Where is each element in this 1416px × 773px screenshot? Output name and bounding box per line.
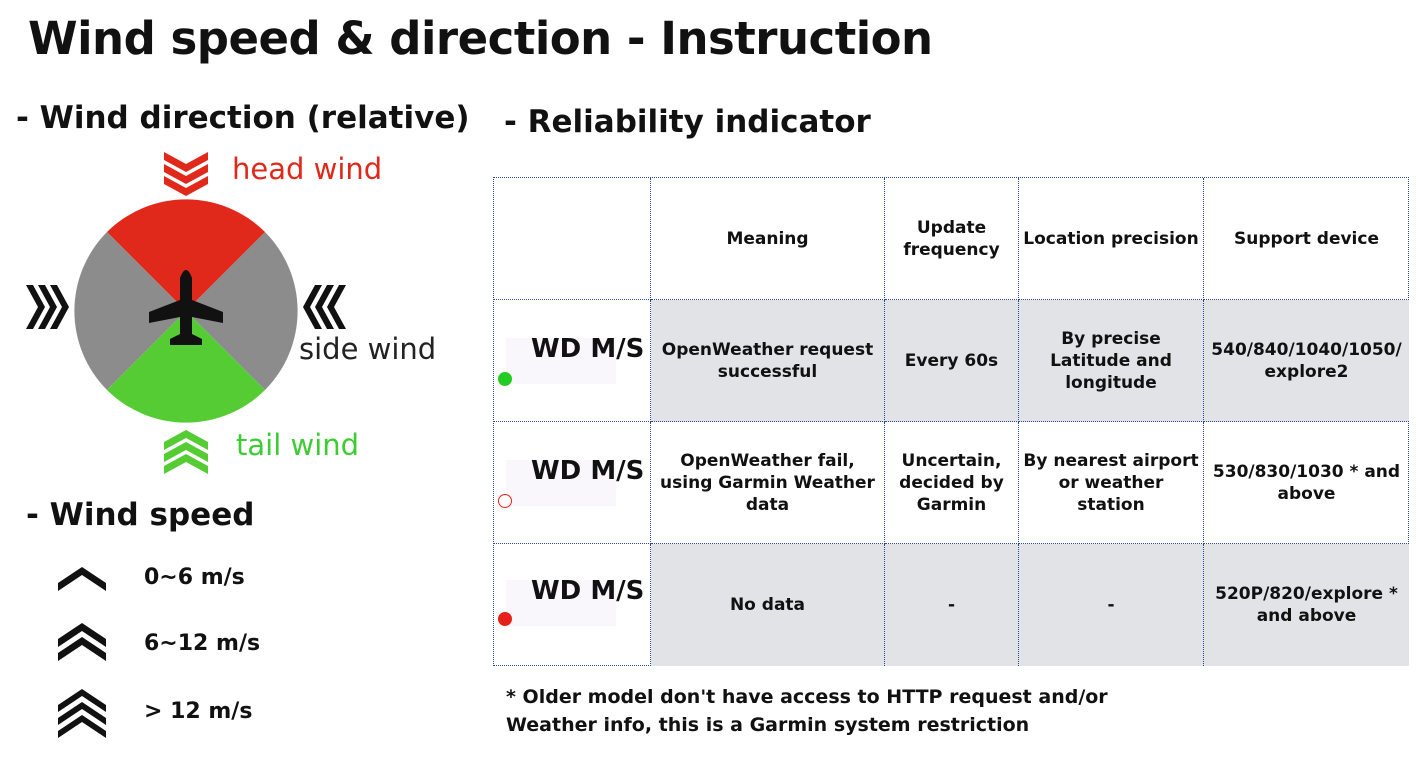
wind-direction-wheel — [74, 199, 298, 423]
red-dot-icon — [498, 612, 512, 626]
footnote-line: * Older model don't have access to HTTP … — [506, 686, 1108, 708]
speed-level-row: > 12 m/s — [54, 689, 354, 739]
table-header-cell: Update frequency — [885, 178, 1019, 300]
table-header-cell — [494, 178, 651, 300]
tail-wind-label: tail wind — [236, 428, 360, 462]
table-cell: 520P/820/explore * and above — [1204, 544, 1409, 666]
table-cell: - — [885, 544, 1019, 666]
side-wind-left-chevrons-icon — [26, 285, 69, 329]
table-cell: OpenWeather fail, using Garmin Weather d… — [651, 422, 885, 544]
speed-level-label: > 12 m/s — [144, 699, 253, 724]
speed-level-row: 0~6 m/s — [54, 555, 354, 605]
speed-level-label: 0~6 m/s — [144, 565, 245, 590]
page-title: Wind speed & direction - Instruction — [28, 12, 933, 65]
head-wind-sector — [107, 199, 265, 311]
wind-direction-heading: - Wind direction (relative) — [16, 100, 470, 136]
double-chevron-icon — [58, 623, 106, 661]
table-cell: Every 60s — [885, 300, 1019, 422]
table-cell: OpenWeather request successful — [651, 300, 885, 422]
table-cell: 530/830/1030 * and above — [1204, 422, 1409, 544]
table-cell: 540/840/1040/1050/ explore2 — [1204, 300, 1409, 422]
table-header-cell: Support device — [1204, 178, 1409, 300]
table-cell: By nearest airport or weather station — [1019, 422, 1204, 544]
indicator-text: WD M/S — [531, 334, 645, 364]
indicator-text: WD M/S — [531, 576, 645, 606]
footnote-line: Weather info, this is a Garmin system re… — [506, 714, 1030, 736]
wind-direction-diagram — [26, 152, 346, 474]
head-wind-label: head wind — [232, 152, 383, 186]
side-wind-right-chevrons-icon — [303, 285, 346, 329]
wind-speed-heading: - Wind speed — [26, 497, 255, 533]
single-chevron-icon — [58, 567, 106, 591]
table-header-cell: Location precision — [1019, 178, 1204, 300]
tail-wind-sector — [107, 311, 265, 423]
green-dot-icon — [498, 372, 512, 386]
table-cell: By precise Latitude and longitude — [1019, 300, 1204, 422]
indicator-cell: WD M/S — [494, 300, 651, 422]
table-cell: - — [1019, 544, 1204, 666]
indicator-cell: WD M/S — [494, 544, 651, 666]
tail-wind-chevrons-icon — [164, 430, 208, 474]
triple-chevron-icon — [58, 689, 106, 738]
indicator-text: WD M/S — [531, 456, 645, 486]
table-header-cell: Meaning — [651, 178, 885, 300]
reliability-table: Meaning Update frequency Location precis… — [493, 177, 1409, 666]
side-wind-left-sector — [74, 232, 186, 390]
table-cell: Uncertain, decided by Garmin — [885, 422, 1019, 544]
airplane-icon — [149, 270, 223, 345]
speed-level-label: 6~12 m/s — [144, 631, 261, 656]
side-wind-right-sector — [186, 232, 298, 390]
indicator-cell: WD M/S — [494, 422, 651, 544]
footnote: * Older model don't have access to HTTP … — [506, 683, 1108, 739]
side-wind-label: side wind — [299, 332, 437, 366]
head-wind-chevrons-icon — [164, 152, 208, 196]
red-ring-icon — [498, 494, 512, 508]
table-cell: No data — [651, 544, 885, 666]
speed-level-row: 6~12 m/s — [54, 621, 354, 671]
reliability-heading: - Reliability indicator — [504, 104, 871, 140]
